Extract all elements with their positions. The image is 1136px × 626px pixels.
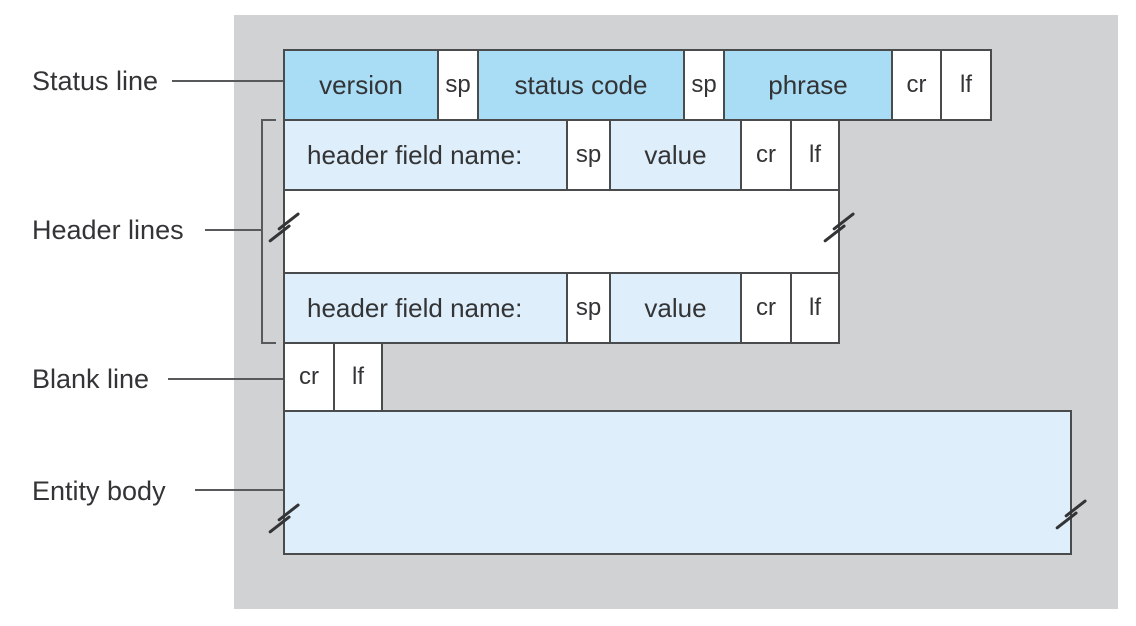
header-lines-label: Header lines	[32, 215, 184, 245]
sp-box: sp	[566, 272, 611, 344]
header-line-row: header field name: sp value cr lf	[283, 119, 840, 191]
blank-line-row: cr lf	[283, 342, 383, 412]
entity-body-label: Entity body	[32, 476, 166, 506]
value-box: value	[609, 119, 742, 191]
cr-box: cr	[740, 119, 792, 191]
sp-box: sp	[683, 49, 725, 121]
header-lines-leader	[205, 229, 263, 231]
header-field-name-box: header field name:	[283, 272, 568, 344]
status-code-box: status code	[477, 49, 685, 121]
sp-box: sp	[437, 49, 479, 121]
blank-line-label: Blank line	[32, 364, 150, 394]
lf-box: lf	[790, 119, 840, 191]
lf-box: lf	[333, 342, 383, 412]
lf-box: lf	[790, 272, 840, 344]
header-lines-continuation-box	[283, 189, 840, 274]
status-line-row: version sp status code sp phrase cr lf	[283, 49, 992, 121]
header-field-name-box: header field name:	[283, 119, 568, 191]
phrase-box: phrase	[723, 49, 893, 121]
version-box: version	[283, 49, 439, 121]
cr-box: cr	[891, 49, 942, 121]
value-box: value	[609, 272, 742, 344]
cr-box: cr	[740, 272, 792, 344]
sp-box: sp	[566, 119, 611, 191]
status-line-leader	[172, 80, 283, 82]
lf-box: lf	[940, 49, 992, 121]
header-lines-bracket	[261, 119, 276, 344]
header-line-row: header field name: sp value cr lf	[283, 272, 840, 344]
status-line-label: Status line	[32, 66, 159, 96]
cr-box: cr	[283, 342, 335, 412]
entity-body-box	[283, 410, 1072, 555]
blank-line-leader	[168, 378, 283, 380]
entity-body-leader	[195, 489, 283, 491]
